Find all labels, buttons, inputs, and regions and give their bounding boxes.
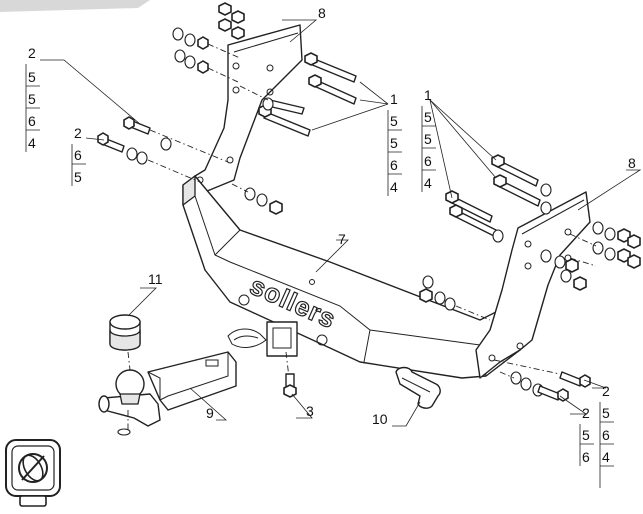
callout-label: 2 (28, 45, 36, 61)
bottom-right-bolts (493, 359, 591, 402)
ball-mount (98, 351, 237, 436)
callout-label: 5 (582, 427, 590, 443)
right-lower-nuts (419, 249, 587, 321)
callout-bottom-right-b: 2 5 6 4 (599, 383, 614, 488)
left-side-bolts (97, 116, 229, 183)
left-lower-nuts (231, 183, 283, 215)
callout-label: 5 (390, 135, 398, 151)
callout-bottom-right-a: 2 5 6 (579, 405, 594, 466)
callout-bracket-left: 8 (318, 5, 326, 21)
top-left-fasteners (172, 2, 245, 83)
callout-label: 5 (28, 69, 36, 85)
hitch-pin (395, 366, 441, 409)
callout-label: 6 (582, 449, 590, 465)
callout-label: 4 (28, 135, 36, 151)
callout-label: 4 (602, 449, 610, 465)
callout-label: 5 (390, 113, 398, 129)
callout-center-bolts: 1 5 5 6 4 (387, 91, 402, 196)
callout-label: 5 (28, 91, 36, 107)
callout-label: 4 (390, 179, 398, 195)
callout-label: 5 (424, 109, 432, 125)
right-bracket (475, 191, 591, 379)
callout-label: 6 (74, 147, 82, 163)
callout-label: 1 (424, 87, 432, 103)
callout-label: 2 (582, 405, 590, 421)
callout-crossbar: 7 (338, 231, 346, 247)
center-bolts (239, 52, 357, 137)
callout-left-stack-b: 2 6 5 (71, 125, 86, 186)
crossbar (182, 175, 521, 379)
callout-ball-mount: 9 (206, 405, 214, 421)
callout-label: 6 (28, 113, 36, 129)
left-bracket (194, 24, 303, 197)
callout-label: 4 (424, 175, 432, 191)
callout-hitch-pin: 10 (372, 411, 388, 427)
callout-label: 2 (602, 383, 610, 399)
hitch-pin-clip (227, 328, 267, 348)
callout-label: 6 (424, 153, 432, 169)
right-side-bolts (445, 154, 552, 243)
callout-label: 2 (74, 125, 82, 141)
callout-label: 6 (390, 157, 398, 173)
callout-label: 6 (602, 427, 610, 443)
hitch-bolt (283, 351, 297, 398)
right-nut-column (569, 221, 641, 269)
header-corner-shape (0, 0, 150, 12)
hitch-ball-pictogram-icon (5, 439, 61, 507)
ball-cover (109, 314, 141, 351)
callout-ball-cover: 11 (148, 271, 163, 287)
leader-lines (40, 19, 642, 427)
callout-left-stack-a: 2 5 5 6 4 (25, 45, 40, 152)
callout-label: 5 (424, 131, 432, 147)
callout-label: 5 (602, 405, 610, 421)
callout-bracket-right: 8 (628, 155, 636, 171)
callout-label: 5 (74, 169, 82, 185)
callout-hitch-bolt: 3 (306, 403, 314, 419)
callout-label: 1 (390, 91, 398, 107)
callout-right-bolts: 1 5 5 6 4 (421, 87, 436, 192)
